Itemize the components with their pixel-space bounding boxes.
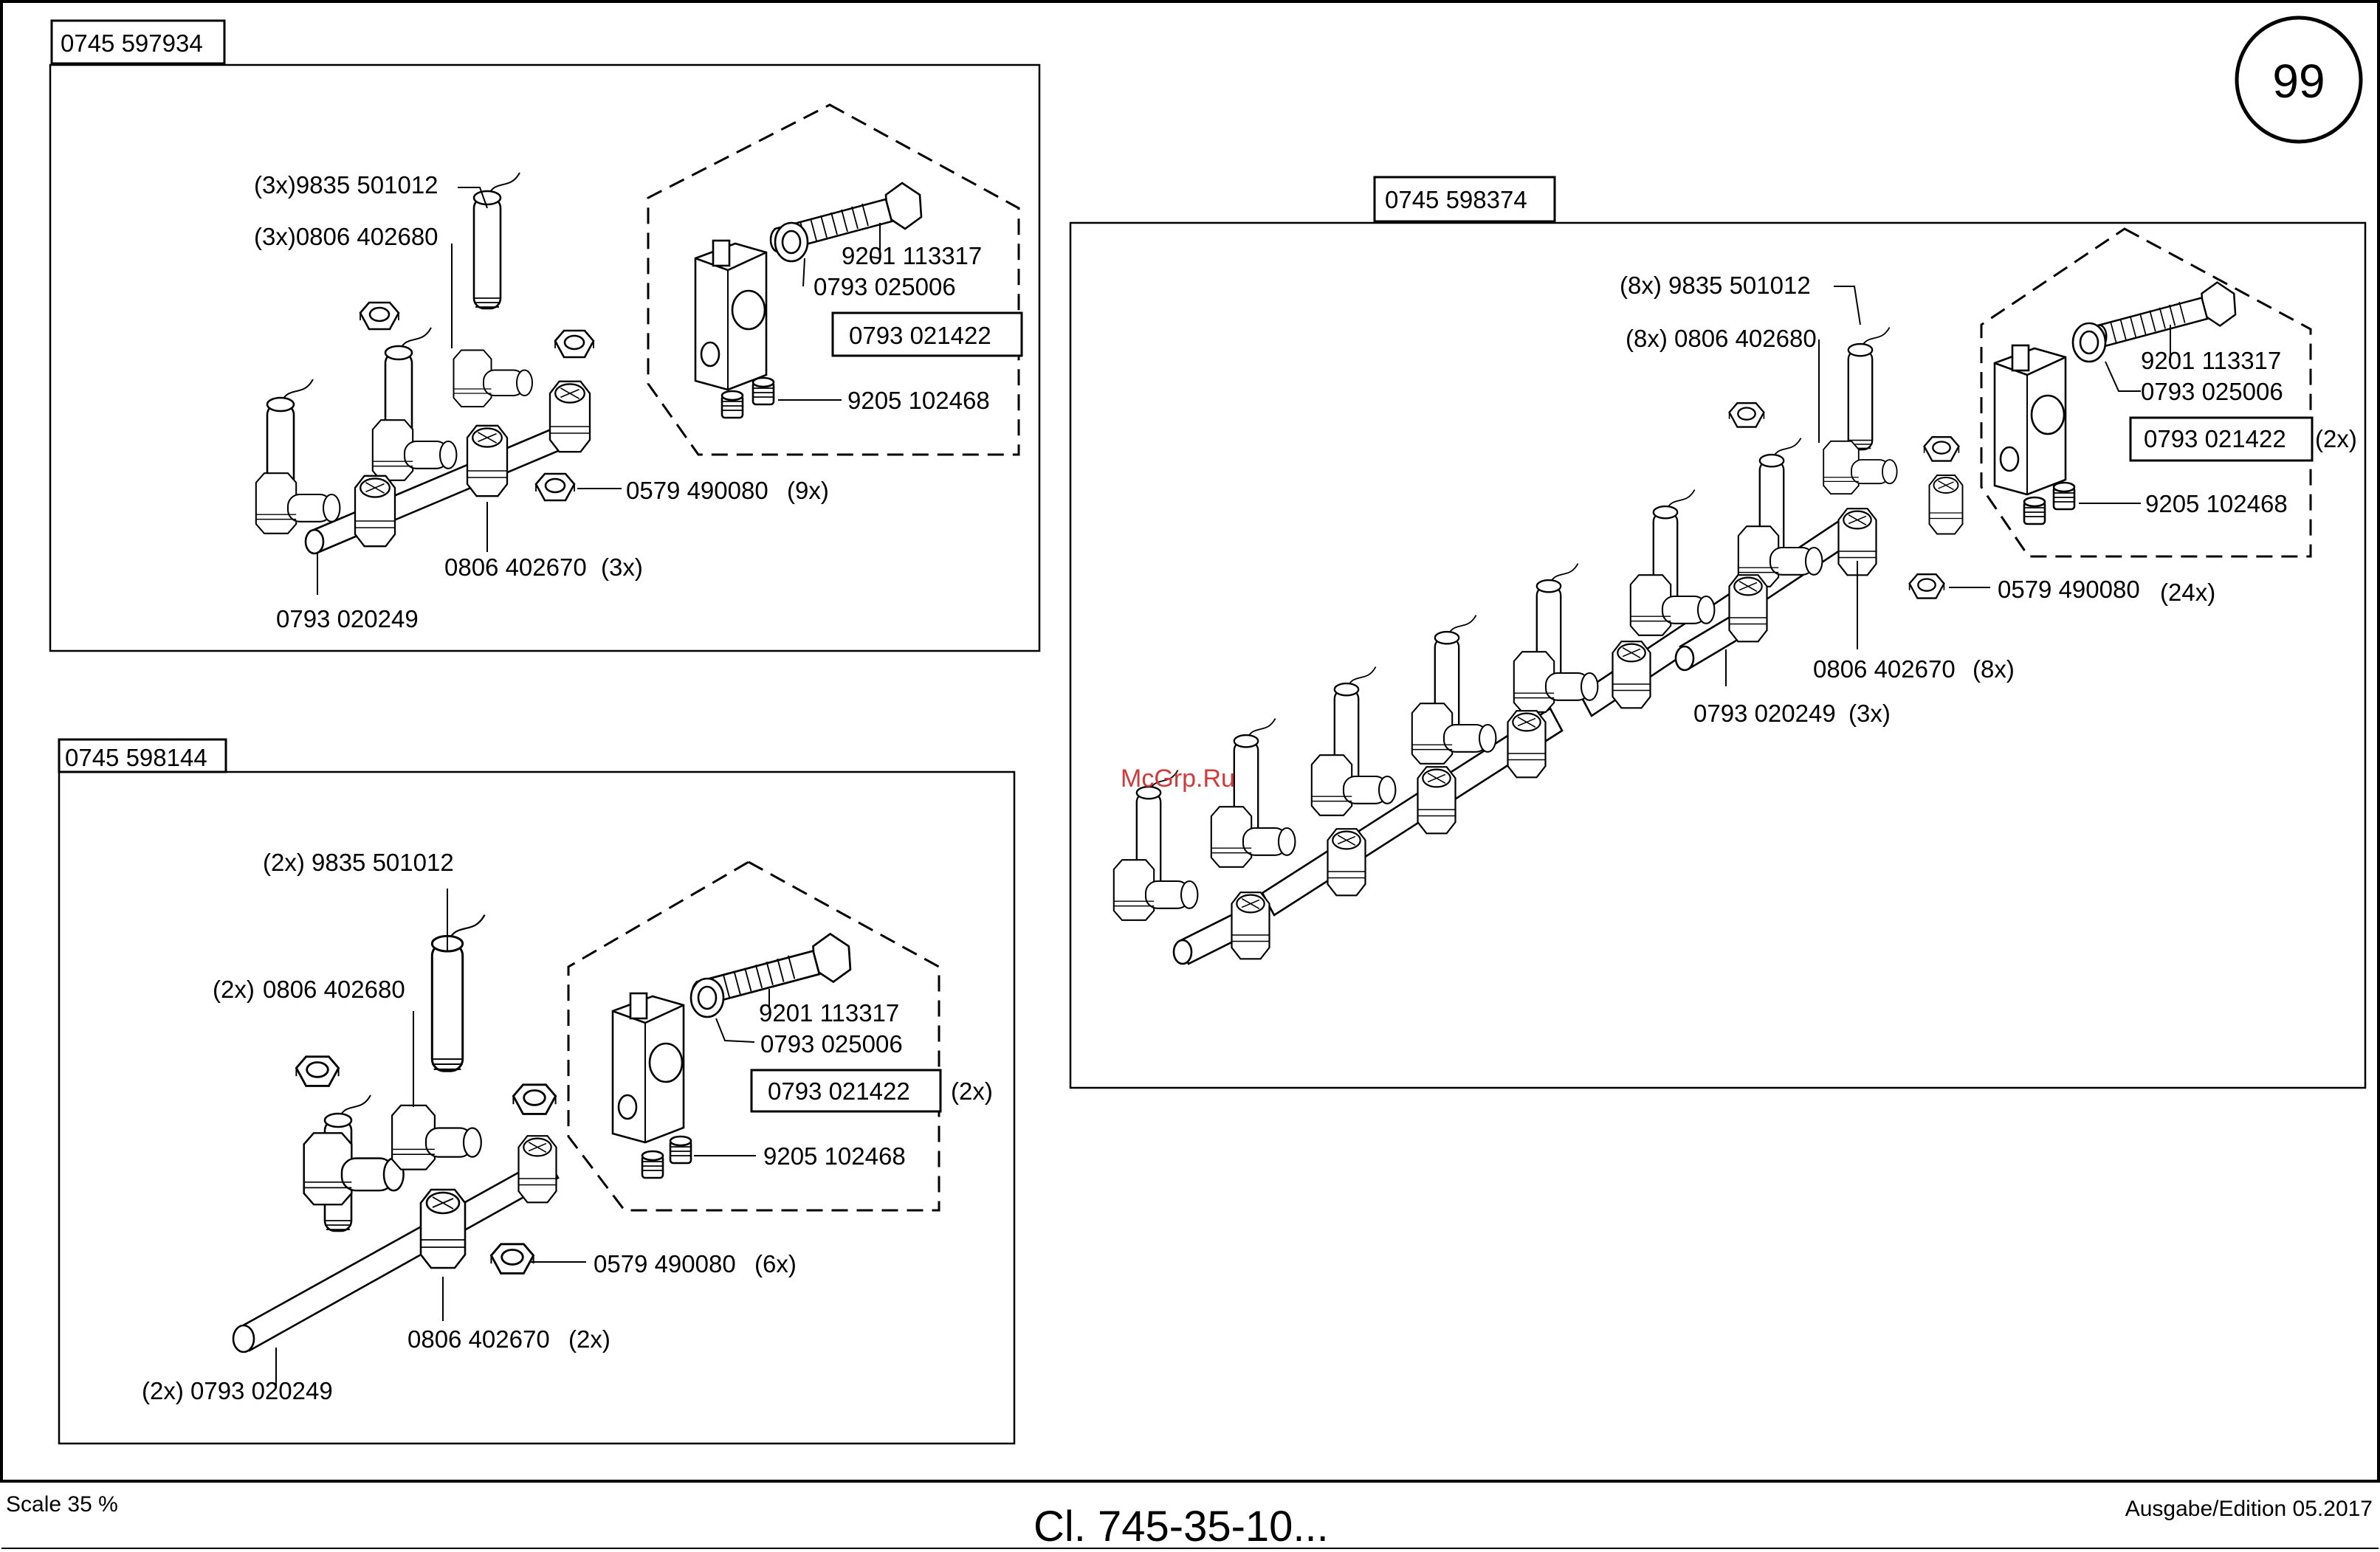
panel-b-label-tube-qty: (2x) [142,1377,184,1404]
panel-c-label-block: 0793 021422 [2144,425,2286,452]
panel-c-label-tube-qty: (3x) [1848,700,1891,727]
page-number: 99 [2272,55,2325,108]
sheet-border [0,0,2380,1483]
panel-b-label-tube: 0793 020249 [190,1377,333,1404]
panel-c-label-screw: 9201 113317 [2141,347,2281,374]
panel-a-label-screw: 9201 113317 [842,242,982,269]
panel-c-title: 0745 598374 [1385,186,1527,213]
panel-b-label-screw: 9201 113317 [759,999,899,1027]
edition-label: Ausgabe/Edition 05.2017 [2125,1497,2373,1521]
panel-b-label-setscrew: 9205 102468 [763,1142,906,1170]
panel-a-frame [49,63,1041,652]
panel-a-label-washer: 0793 025006 [814,273,956,300]
panel-a-title: 0745 597934 [61,30,203,57]
panel-a: 0745 597934 (3x)9835 501012 [49,19,1041,652]
panel-c-label-holder: (8x) 0806 402680 [1626,325,1817,352]
panel-b-label-holder: 0806 402680 [263,976,405,1003]
panel-a-label-block: 0793 021422 [849,322,991,349]
panel-b-label-block: 0793 021422 [768,1077,910,1105]
panel-a-label-connector: 0806 402670 [444,553,587,581]
panel-b-label-thermocouple: (2x) 9835 501012 [263,849,454,876]
panel-a-label-connector-qty: (3x) [601,553,643,581]
panel-c-block-box [2129,416,2314,462]
panel-c-label-connector: 0806 402670 [1813,655,1956,683]
panel-a-title-box [50,19,226,65]
panel-b-block-box [750,1069,942,1113]
panel-a-label-setscrew: 9205 102468 [847,387,990,414]
panel-c-frame [1069,221,2367,1089]
panel-c-label-tube: 0793 020249 [1693,700,1836,727]
panel-a-label-tube: 0793 020249 [276,605,419,632]
panel-a-detail-enclosure [647,103,1020,456]
panel-b-title: 0745 598144 [65,744,207,771]
panel-a-label-holder: (3x)0806 402680 [254,223,438,250]
panel-b: 0745 598144 (2x) 9835 501012 (2x) 0806 4… [58,738,1016,1445]
panel-b-detail-enclosure [567,861,940,1212]
panel-a-block-box [831,311,1023,357]
panel-b-label-connector-qty: (2x) [568,1325,611,1353]
panel-a-label-nut-qty: (9x) [787,477,829,504]
panel-b-label-holder-qty: (2x) [213,976,255,1003]
panel-b-label-block-qty: (2x) [951,1077,993,1105]
panel-c-label-block-qty: (2x) [2315,425,2357,452]
panel-c-label-connector-qty: (8x) [1973,655,2015,683]
panel-b-label-washer: 0793 025006 [760,1030,903,1058]
page-number-circle [2235,15,2363,144]
panel-c-label-setscrew: 9205 102468 [2145,490,2288,517]
panel-b-label-nut-qty: (6x) [754,1250,797,1277]
panel-c-label-washer: 0793 025006 [2141,378,2283,405]
panel-b-label-nut: 0579 490080 [594,1250,736,1277]
panel-c: 0745 598374 [1069,176,2367,1089]
panel-c-detail-enclosure [1980,227,2312,558]
watermark: McGrp.Ru [1121,765,1235,793]
panel-a-label-nut: 0579 490080 [626,477,768,504]
document-id: Cl. 745-35-10... [1033,1503,1329,1551]
scale-label: Scale 35 % [6,1492,118,1517]
panel-b-label-connector: 0806 402670 [407,1325,550,1353]
panel-c-label-nut-qty: (24x) [2160,579,2215,606]
panel-a-label-thermocouple: (3x)9835 501012 [254,171,438,199]
panel-c-title-box [1373,176,1556,223]
panel-c-label-thermocouple: (8x) 9835 501012 [1620,272,1811,299]
panel-c-label-nut: 0579 490080 [1998,576,2140,603]
panel-b-title-box [58,738,227,773]
panel-b-frame [58,770,1016,1445]
